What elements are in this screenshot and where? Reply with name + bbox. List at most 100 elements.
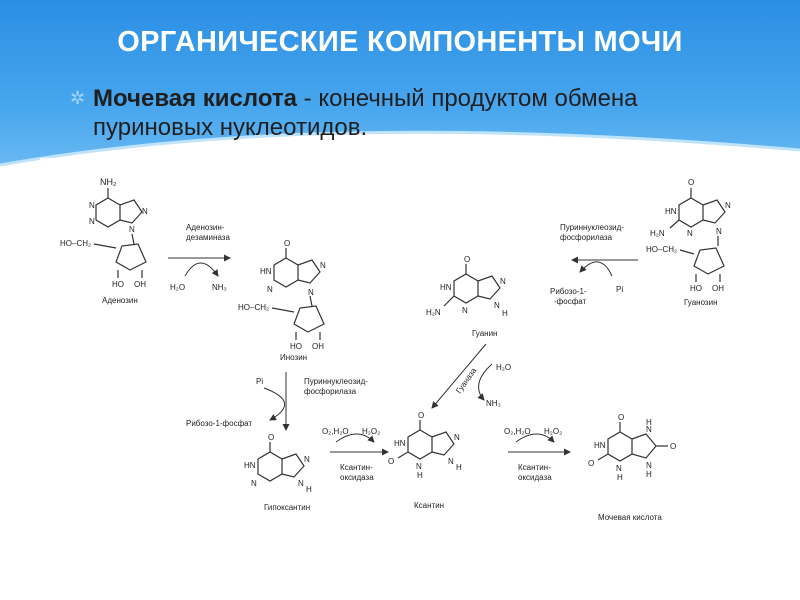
svg-text:O: O (464, 255, 470, 264)
svg-text:Рибозо-1-фосфат: Рибозо-1-фосфат (186, 419, 252, 428)
svg-text:N: N (142, 207, 148, 216)
svg-text:O: O (388, 457, 394, 466)
svg-text:OH: OH (312, 342, 324, 351)
svg-text:N: N (462, 306, 468, 315)
svg-text:N: N (616, 464, 622, 473)
svg-text:H: H (502, 309, 508, 318)
enzyme-pnp-left-line1: Пуриннуклеозид- (304, 377, 368, 386)
svg-text:N: N (89, 201, 95, 210)
svg-text:NH₃: NH₃ (212, 283, 227, 292)
svg-text:O: O (618, 413, 624, 422)
svg-text:O: O (418, 411, 424, 420)
svg-text:N: N (500, 277, 506, 286)
svg-text:N: N (725, 201, 731, 210)
enzyme-xo1-line1: Ксантин- (340, 463, 373, 472)
svg-text:O: O (670, 442, 676, 451)
svg-text:N: N (687, 229, 693, 238)
svg-text:HO–CH₂: HO–CH₂ (238, 303, 269, 312)
svg-text:N: N (129, 225, 135, 234)
svg-text:N: N (454, 433, 460, 442)
slide-bullet-text: Мочевая кислота - конечный продуктом обм… (93, 84, 733, 142)
svg-text:Рибозо-1-: Рибозо-1- (550, 287, 587, 296)
slide-title: ОРГАНИЧЕСКИЕ КОМПОНЕНТЫ МОЧИ (117, 26, 683, 58)
svg-text:HN: HN (594, 441, 606, 450)
svg-text:N: N (646, 461, 652, 470)
xanthine-structure: O HN O N H N N H Ксантин (388, 411, 462, 510)
svg-text:N: N (716, 227, 722, 236)
bullet-description: - конечный продуктом обмена пуриновых ну… (93, 85, 638, 141)
svg-text:H: H (306, 485, 312, 494)
svg-text:N: N (251, 479, 257, 488)
guanosine-structure: O HN H₂N N N N HO–CH₂ HO OH Гуанозин (646, 178, 731, 307)
enzyme-adenosine-deaminase-line2: дезаминаза (186, 233, 230, 242)
svg-text:H₂O: H₂O (496, 363, 511, 372)
adenosine-label: Аденозин (102, 296, 138, 305)
svg-text:HN: HN (244, 461, 256, 470)
svg-text:H₂O₂: H₂O₂ (362, 427, 380, 436)
svg-text:N: N (416, 462, 422, 471)
svg-text:H: H (617, 473, 623, 482)
svg-text:N: N (304, 455, 310, 464)
bullet-star-icon: ✲ (70, 88, 86, 108)
svg-text:N: N (448, 457, 454, 466)
svg-text:HN: HN (260, 267, 272, 276)
xanthine-label: Ксантин (414, 501, 444, 510)
enzyme-pnp-right-line1: Пуриннуклеозид- (560, 223, 624, 232)
svg-text:N: N (308, 288, 314, 297)
svg-text:-фосфат: -фосфат (554, 297, 587, 306)
adenosine-structure: NH₂ N N N N HO–CH₂ HO OH Аденозин (60, 177, 148, 305)
svg-text:H: H (417, 471, 423, 480)
svg-text:HO: HO (290, 342, 302, 351)
purine-catabolism-diagram: NH₂ N N N N HO–CH₂ HO OH Аденозин Аденоз… (40, 158, 760, 530)
svg-text:OH: OH (134, 280, 146, 289)
hypoxanthine-label: Гипоксантин (264, 503, 310, 512)
bullet-term: Мочевая кислота (93, 85, 297, 112)
svg-text:Pi: Pi (616, 285, 623, 294)
svg-text:O: O (268, 433, 274, 442)
guanine-structure: O HN H₂N N N N H Гуанин (426, 255, 508, 338)
svg-text:N: N (494, 301, 500, 310)
svg-text:H₂N: H₂N (426, 308, 441, 317)
guanine-label: Гуанин (472, 329, 497, 338)
svg-text:H: H (646, 470, 652, 479)
enzyme-xo2-line1: Ксантин- (518, 463, 551, 472)
svg-text:HN: HN (394, 439, 406, 448)
svg-text:H: H (456, 463, 462, 472)
guanosine-label: Гуанозин (684, 298, 718, 307)
enzyme-pnp-left-line2: фосфорилаза (304, 387, 357, 396)
inosine-structure: O HN N N N HO–CH₂ HO OH Инозин (238, 239, 326, 362)
inosine-label: Инозин (280, 353, 307, 362)
svg-text:NH₃: NH₃ (486, 399, 501, 408)
svg-text:O₂,H₂O: O₂,H₂O (322, 427, 349, 436)
svg-text:O: O (284, 239, 290, 248)
hypoxanthine-structure: O HN N N N H Гипоксантин (244, 433, 312, 512)
enzyme-adenosine-deaminase-line1: Аденозин- (186, 223, 225, 232)
svg-text:NH₂: NH₂ (100, 177, 117, 187)
enzyme-xo1-line2: оксидаза (340, 473, 374, 482)
svg-text:H₂N: H₂N (650, 229, 665, 238)
pathway-svg: NH₂ N N N N HO–CH₂ HO OH Аденозин Аденоз… (60, 177, 731, 522)
svg-text:O₂,H₂O: O₂,H₂O (504, 427, 531, 436)
arrow-guanine-to-xanthine (431, 343, 487, 409)
enzyme-pnp-right-line2: фосфорилаза (560, 233, 613, 242)
svg-text:N: N (646, 425, 652, 434)
svg-text:O: O (588, 459, 594, 468)
svg-text:H: H (646, 418, 652, 427)
svg-text:OH: OH (712, 284, 724, 293)
svg-text:O: O (688, 178, 694, 187)
svg-text:HO: HO (112, 280, 124, 289)
svg-text:H₂O₂: H₂O₂ (544, 427, 562, 436)
uric-acid-label: Мочевая кислота (598, 513, 662, 522)
svg-text:N: N (267, 285, 273, 294)
svg-text:N: N (320, 261, 326, 270)
enzyme-xo2-line2: оксидаза (518, 473, 552, 482)
svg-text:HO–CH₂: HO–CH₂ (60, 239, 91, 248)
svg-text:N: N (89, 217, 95, 226)
svg-text:HN: HN (665, 207, 677, 216)
svg-text:HO: HO (690, 284, 702, 293)
svg-text:HO–CH₂: HO–CH₂ (646, 245, 677, 254)
enzyme-guanase: Гуаназа (454, 366, 478, 395)
svg-text:H₂O: H₂O (170, 283, 185, 292)
svg-text:N: N (298, 479, 304, 488)
svg-text:HN: HN (440, 283, 452, 292)
